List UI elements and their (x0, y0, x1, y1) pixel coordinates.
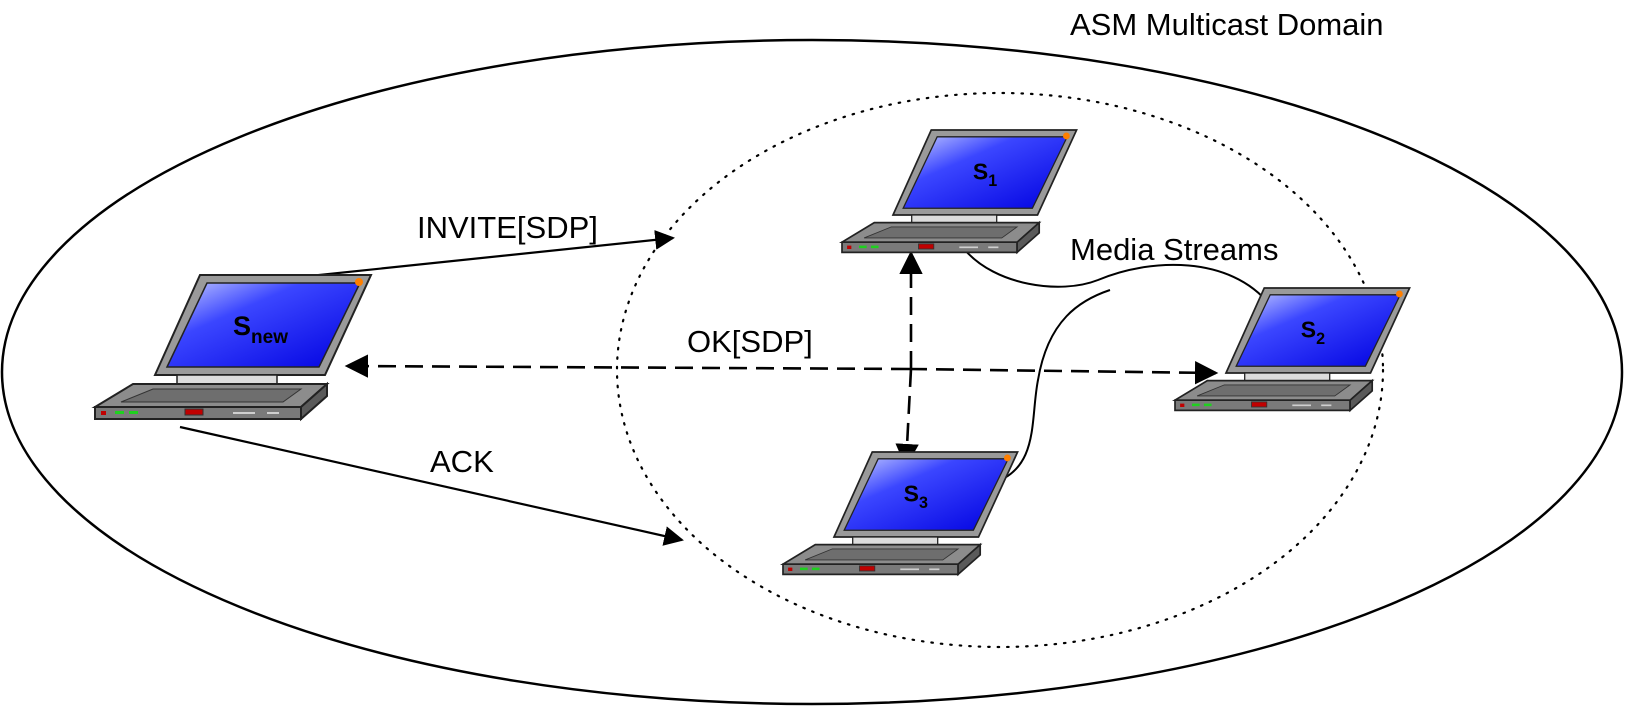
laptop-snew: Snew (94, 274, 372, 420)
ack-arrow (179, 425, 684, 546)
s2-label: S2 (1301, 316, 1325, 348)
asm-domain-boundary (0, 38, 1624, 706)
invite-label: INVITE[SDP] (417, 210, 598, 245)
laptop-icon (782, 451, 1019, 576)
multicast-group-boundary (615, 91, 1385, 649)
snew-label: Snew (233, 311, 288, 348)
media-stream-s1-s2 (964, 249, 1271, 306)
laptop-icon (94, 274, 372, 420)
s1-label: S1 (973, 158, 997, 190)
laptop-s2: S2 (1174, 287, 1411, 412)
ok-arrow-to-s2 (908, 361, 1219, 385)
domain-title: ASM Multicast Domain (1070, 7, 1384, 42)
laptop-s1: S1 (841, 129, 1078, 254)
s3-label: S3 (904, 480, 928, 512)
laptop-s3: S3 (782, 451, 1019, 576)
ack-label: ACK (430, 444, 494, 479)
laptop-icon (1174, 287, 1411, 412)
media-stream-s3-s2 (989, 289, 1111, 485)
media-streams-label: Media Streams (1070, 232, 1278, 267)
ok-arrow-to-s3 (895, 368, 919, 468)
invite-arrow (299, 230, 675, 279)
ok-label: OK[SDP] (687, 324, 813, 359)
ok-arrow-to-snew (344, 354, 910, 378)
laptop-icon (841, 129, 1078, 254)
